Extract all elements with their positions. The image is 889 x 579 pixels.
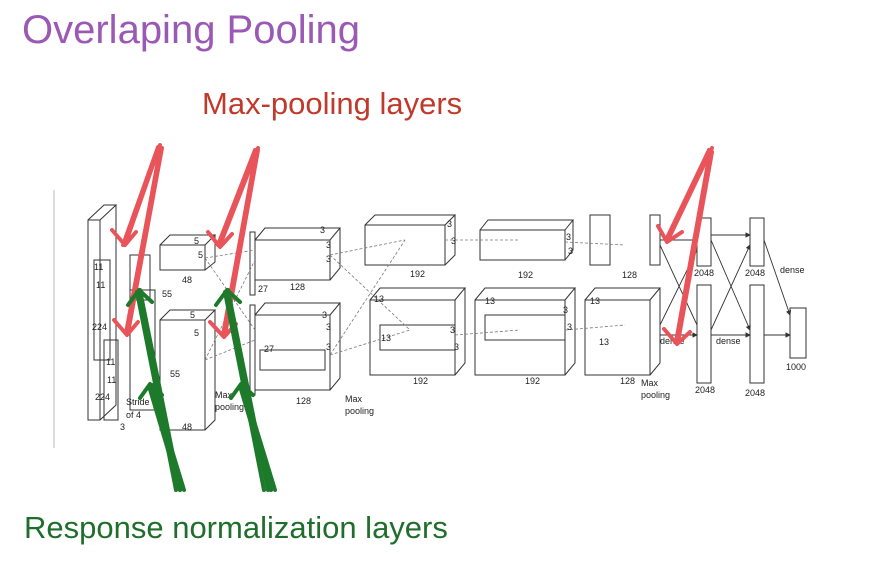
conv4-bottom	[474, 287, 577, 376]
label-c2-3d: 3	[322, 310, 327, 320]
label-fc-2048b: 2048	[745, 268, 765, 278]
label-c2-27a: 27	[258, 284, 268, 294]
conv5-bottom	[584, 287, 662, 376]
label-c3-3c: 3	[450, 325, 455, 335]
conv3-top	[364, 214, 457, 266]
label-c4-3b: 3	[568, 246, 573, 256]
label-max3: Max	[641, 378, 659, 388]
red-arrow-5	[656, 146, 714, 244]
label-c4-13: 13	[485, 296, 495, 306]
conv3-bottom	[369, 287, 467, 376]
label-c2-128-top: 128	[290, 282, 305, 292]
label-c4-3c: 3	[563, 305, 568, 315]
label-pool2: pooling	[345, 406, 374, 416]
response-norm-arrows	[126, 288, 277, 492]
red-arrow-1	[110, 143, 162, 247]
label-c1-5b: 5	[198, 250, 203, 260]
label-c2-27b: 27	[264, 344, 274, 354]
label-c3-13a: 13	[374, 294, 384, 304]
label-dense-a: dense	[780, 265, 805, 275]
label-input-11d: 11	[107, 375, 116, 385]
label-pool3: pooling	[641, 390, 670, 400]
conv4-top	[479, 219, 575, 261]
label-fc-2048a: 2048	[694, 268, 714, 278]
red-arrow-3	[206, 146, 260, 249]
label-max2: Max	[345, 394, 363, 404]
label-c3-3b: 3	[451, 236, 456, 246]
label-c1-5c: 5	[190, 310, 195, 320]
label-c2-3b: 3	[326, 240, 331, 250]
label-dense-c: dense	[716, 336, 741, 346]
label-c3-3a: 3	[447, 219, 452, 229]
label-c1-5d: 5	[194, 328, 199, 338]
conv2-top	[249, 227, 342, 296]
response-normalization-label: Response normalization layers	[24, 510, 448, 545]
label-of-4: of 4	[126, 410, 141, 420]
label-c1-5a: 5	[194, 236, 199, 246]
label-c3-192-bottom: 192	[413, 376, 428, 386]
red-arrow-6	[662, 150, 714, 346]
fc-layers	[696, 217, 807, 384]
label-c4-192-bottom: 192	[525, 376, 540, 386]
conv5-top	[589, 214, 661, 266]
label-c1-48-top: 48	[182, 275, 192, 285]
label-c5-13b: 13	[599, 337, 609, 347]
max-pooling-label: Max-pooling layers	[202, 86, 463, 121]
green-arrow-2	[138, 382, 186, 492]
label-input-224b: 224	[95, 392, 110, 402]
green-arrow-4	[229, 382, 277, 492]
label-stride: Stride	[126, 397, 150, 407]
label-c5-128-top: 128	[622, 270, 637, 280]
input-block	[87, 204, 119, 421]
label-input-11b: 11	[96, 280, 105, 290]
label-c2-3e: 3	[326, 322, 331, 332]
label-c1-55-bottom: 55	[170, 369, 180, 379]
label-c3-3d: 3	[454, 342, 459, 352]
label-max1: Max	[215, 390, 233, 400]
label-c4-3a: 3	[566, 232, 571, 242]
label-c2-3a: 3	[320, 225, 325, 235]
label-input-3: 3	[120, 422, 125, 432]
label-out-1000: 1000	[786, 362, 806, 372]
label-input-11a: 11	[94, 262, 103, 272]
label-input-224a: 224	[92, 322, 107, 332]
label-c5-128-bottom: 128	[620, 376, 635, 386]
label-c3-13b: 13	[381, 333, 391, 343]
label-c2-3c: 3	[326, 254, 331, 264]
label-fc-2048d: 2048	[745, 388, 765, 398]
diagram-text: 224 224 11 11 11 11 3 Stride of 4 5 5 5 …	[92, 219, 806, 432]
label-c4-192-top: 192	[518, 270, 533, 280]
label-c3-192-top: 192	[410, 269, 425, 279]
label-c2-128-bottom: 128	[296, 396, 311, 406]
label-c1-48-bottom: 48	[182, 422, 192, 432]
label-input-11c: 11	[106, 357, 115, 367]
slide-title: Overlaping Pooling	[22, 8, 360, 52]
label-fc-2048c: 2048	[695, 385, 715, 395]
label-pool1: pooling	[215, 402, 244, 412]
label-c2-3f: 3	[326, 342, 331, 352]
label-c4-3d: 3	[567, 322, 572, 332]
label-c1-55-top: 55	[162, 289, 172, 299]
label-c5-13a: 13	[590, 296, 600, 306]
